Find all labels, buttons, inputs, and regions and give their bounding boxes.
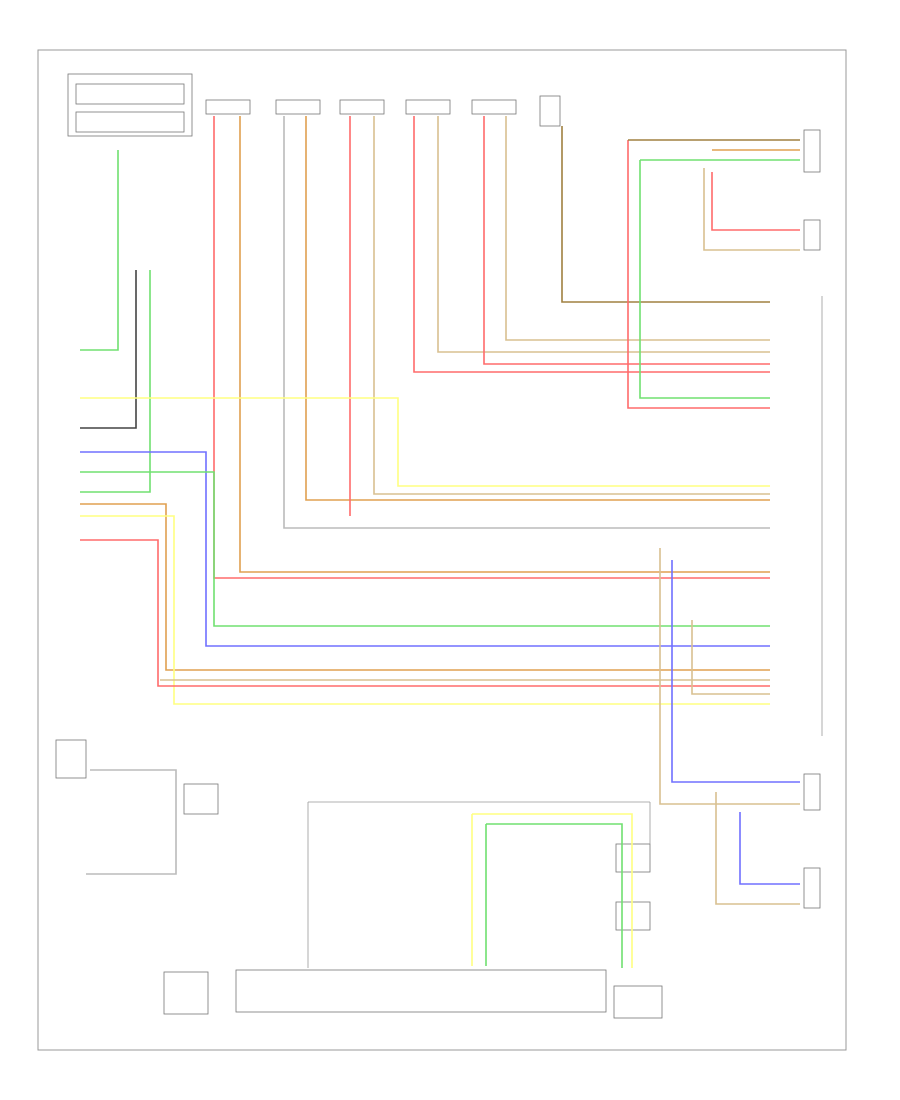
wire-gray-34 bbox=[86, 846, 177, 875]
wire-red-11 bbox=[627, 140, 770, 409]
wire-green-20 bbox=[80, 270, 151, 493]
wire-layer bbox=[80, 116, 800, 968]
wire-yellow-35 bbox=[472, 813, 633, 968]
wire-green-18 bbox=[80, 150, 119, 351]
wire-brown-10 bbox=[561, 126, 770, 303]
wire-red-8 bbox=[483, 116, 770, 365]
wire-tan-31 bbox=[715, 792, 800, 905]
wire-blue-32 bbox=[739, 812, 800, 885]
wire-red-0 bbox=[213, 116, 770, 579]
wire-orange-1 bbox=[239, 116, 770, 573]
top-connectors bbox=[205, 95, 561, 127]
diagram-frame bbox=[37, 49, 847, 1051]
wire-tan-7 bbox=[437, 116, 770, 353]
wire-green-23 bbox=[80, 471, 770, 627]
right-connectors bbox=[803, 129, 823, 909]
wire-tan-28 bbox=[659, 548, 800, 805]
wire-black-19 bbox=[80, 270, 137, 429]
wire-gray-2 bbox=[283, 116, 770, 529]
wire-orange-3 bbox=[305, 116, 770, 501]
wire-blue-29 bbox=[671, 560, 800, 783]
wire-gray-33 bbox=[90, 769, 177, 846]
wire-orange-24 bbox=[80, 503, 770, 671]
wire-tan-5 bbox=[373, 116, 770, 495]
wire-green-36 bbox=[486, 823, 623, 968]
top-left-module bbox=[67, 73, 193, 137]
wire-tan-17 bbox=[703, 168, 800, 251]
wire-red-26 bbox=[80, 539, 770, 687]
wire-yellow-25 bbox=[80, 515, 770, 705]
bottom-components bbox=[55, 739, 663, 1019]
wire-tan-9 bbox=[505, 116, 770, 341]
wire-green-12 bbox=[639, 160, 770, 399]
wire-red-6 bbox=[413, 116, 770, 373]
wire-blue-22 bbox=[80, 451, 770, 647]
wire-tan-30 bbox=[691, 620, 770, 695]
wire-yellow-21 bbox=[80, 397, 770, 487]
wire-red-16 bbox=[711, 172, 800, 231]
